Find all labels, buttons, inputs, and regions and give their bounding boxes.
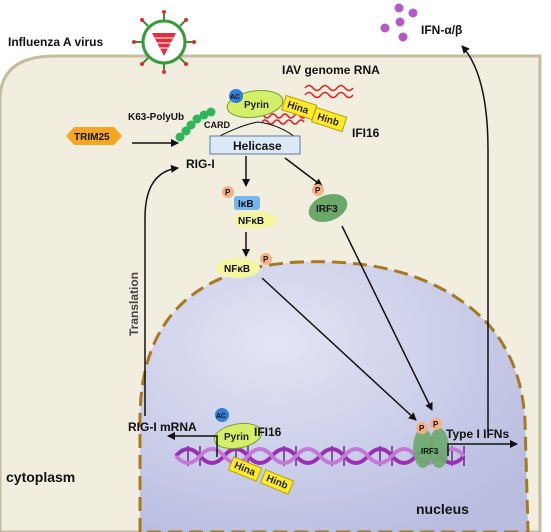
svg-text:Pyrin: Pyrin — [244, 100, 269, 111]
svg-text:P: P — [225, 188, 231, 197]
irf3-cyto-label: IRF3 — [316, 204, 338, 215]
ikb-label: IκB — [238, 199, 254, 210]
rig-i-label: RIG-I — [186, 157, 215, 171]
influenza-virus-particle — [132, 10, 196, 74]
virus-label: Influenza A virus — [8, 35, 103, 49]
svg-text:P: P — [419, 424, 425, 433]
nfkb-active-label: NFκB — [224, 264, 250, 275]
nfkb-active — [216, 258, 260, 278]
irf3-to-promoter-arrow — [341, 225, 433, 411]
iav-genome-rna-label: IAV genome RNA — [282, 63, 380, 77]
ifi16-bottom-label: IFI16 — [254, 425, 282, 439]
card-domain-label: CARD — [204, 120, 230, 130]
k63-polyubiquitin-chain — [175, 107, 216, 142]
svg-text:AC: AC — [230, 94, 240, 101]
svg-text:Pyrin: Pyrin — [224, 432, 249, 443]
rig-i-transcription-arrow — [167, 432, 218, 457]
rig-i-mrna-label: RIG-I mRNA — [128, 420, 197, 434]
nfkb-complex-label: NFκB — [238, 216, 264, 227]
irf3-phospho-badge — [312, 184, 324, 196]
cytoplasm-label: cytoplasm — [6, 469, 75, 485]
ifn-alpha-beta-label: IFN-α/β — [421, 23, 462, 37]
irf3-cytoplasmic — [308, 193, 348, 223]
nfkb-to-promoter-arrow — [261, 277, 417, 421]
nucleus-label: nucleus — [416, 501, 469, 517]
trim25-badge — [66, 127, 122, 145]
type-i-ifns-label: Type I IFNs — [446, 427, 509, 441]
type-i-ifn-transcription-arrow — [447, 440, 518, 456]
ifi16-complex-top: Pyrin AC Hina Hinb — [226, 89, 348, 133]
irf3-nuclear-label: IRF3 — [421, 447, 439, 456]
svg-text:Helicase: Helicase — [233, 139, 282, 153]
ifi16-complex-bottom: AC Pyrin Hina Hinb — [213, 408, 295, 495]
translation-label: Translation — [127, 272, 141, 336]
svg-text:AC: AC — [216, 413, 226, 420]
irf3-nuclear: P P — [413, 418, 449, 468]
nfkb-phospho-badge — [260, 253, 272, 265]
ifn-secretion-arrow — [461, 45, 489, 432]
ifn-molecules — [380, 3, 418, 42]
ikb-box — [234, 196, 260, 210]
translation-arrow — [144, 164, 179, 416]
svg-text:P: P — [263, 255, 269, 264]
svg-text:P: P — [433, 420, 439, 429]
nfkb-complex — [233, 211, 277, 229]
helicase-to-irf3-arrow — [284, 157, 323, 187]
ifi16-top-label: IFI16 — [352, 126, 380, 140]
svg-text:P: P — [315, 186, 321, 195]
ikb-phospho-badge — [222, 186, 234, 198]
rig-i-helicase-complex: Helicase — [209, 121, 301, 155]
k63-polyub-label: K63-PolyUb — [128, 112, 184, 123]
trim25-label: TRIM25 — [74, 132, 110, 143]
